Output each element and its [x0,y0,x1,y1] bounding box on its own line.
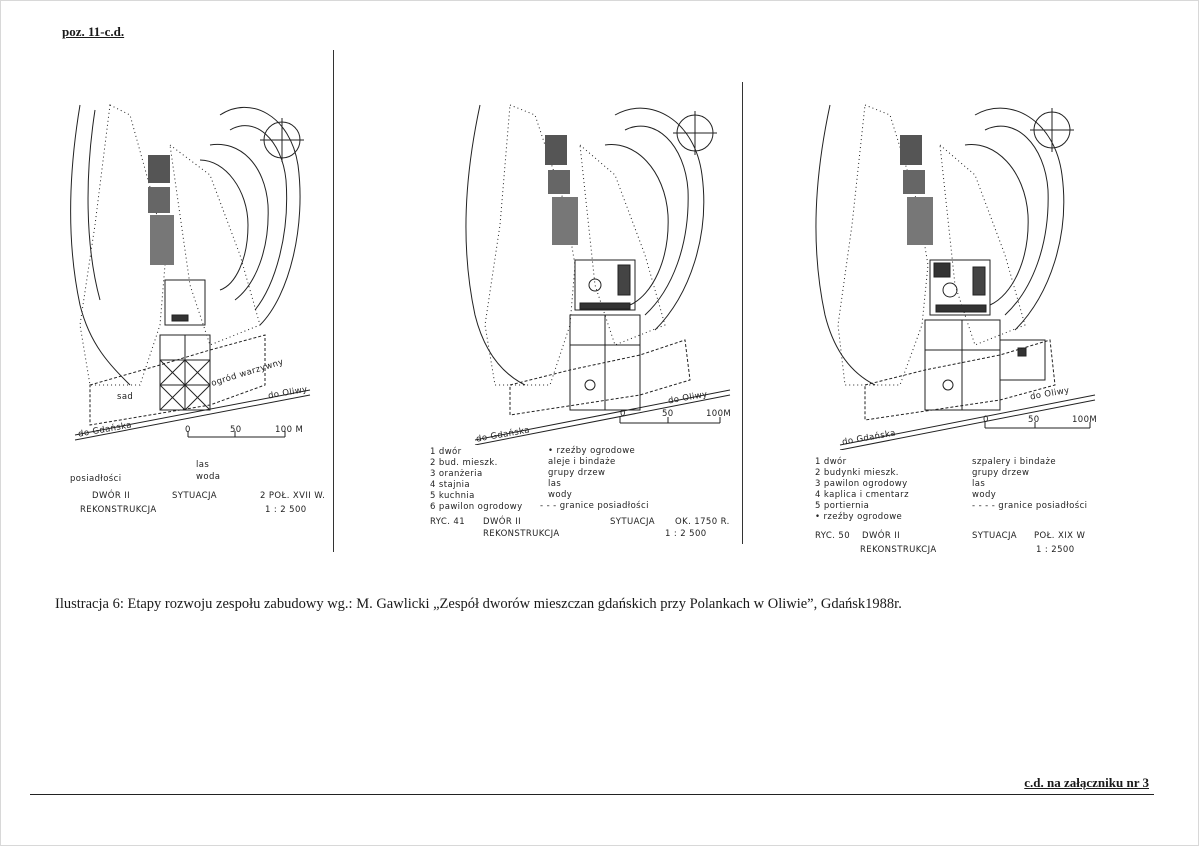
plate-2-legend-left-2: 3 oranżeria [430,469,483,479]
plate-1-title-right: 2 POŁ. XVII W. [260,491,326,501]
scale-tick-50: 50 [230,425,242,435]
plate-2-subtitle-right: 1 : 2 500 [665,529,707,539]
plate-1: sad ogród warzywny do Gdańska do Oliwy 0… [60,85,330,525]
scale-tick-0-2: 0 [620,409,626,419]
plate-3-legend-right-3: wody [972,490,997,500]
plate-3-legend-right-2: las [972,479,986,489]
plate-3-subtitle-right: 1 : 2500 [1036,545,1075,555]
scale-tick-100: 100 M [275,425,304,435]
plate-2-legend-left-1: 2 bud. mieszk. [430,458,498,468]
plate-2-legend-right-5: - - - granice posiadłości [540,501,649,511]
figure-caption: Ilustracja 6: Etapy rozwoju zespołu zabu… [55,596,902,612]
plate-2: do Gdańska do Oliwy 0 50 100M [440,85,740,445]
plate-2-legend-right-3: las [548,479,562,489]
plate-3-title-right: POŁ. XIX W [1034,531,1086,541]
plate-3-legend-right-4: - - - - granice posiadłości [972,501,1088,511]
plate-2-legend-right-4: wody [548,490,573,500]
plate-2-legend-left-0: 1 dwór [430,447,462,457]
plate-3-title-mid: SYTUACJA [972,531,1017,541]
plate-3-ryc: RYC. 50 [815,531,851,541]
plate-2-title-mid: SYTUACJA [610,517,655,527]
plate-2-title-left: DWÓR II [483,517,522,527]
scale-tick-50-2: 50 [662,409,674,419]
footer-rule [30,794,1154,795]
divider-2 [742,82,743,544]
plate-1-legend-right-0: las [196,460,210,470]
plate-3-subtitle-left: REKONSTRUKCJA [860,545,937,555]
site-plan-1 [70,104,311,441]
scale-tick-0: 0 [185,425,191,435]
page-reference: poz. 11-c.d. [62,24,125,39]
continuation-note: c.d. na załączniku nr 3 [1024,775,1149,790]
plate-1-title-left: DWÓR II [92,491,131,501]
plate-3: do Gdańska do Oliwy 0 50 100M [800,85,1100,450]
site-plan-3 [815,104,1096,450]
plate-2-legend-left-3: 4 stajnia [430,480,470,490]
plate-3-title-left: DWÓR II [862,531,901,541]
plate-1-title-mid: SYTUACJA [172,491,217,501]
plate-2-ryc: RYC. 41 [430,517,466,527]
plate-3-legend-left-1: 2 budynki mieszk. [815,468,899,478]
divider-1 [333,50,334,552]
plate-2-title-right: OK. 1750 R. [675,517,730,527]
plate-2-legend-right-2: grupy drzew [548,468,606,478]
plate-2-legend-right-0: • rzeźby ogrodowe [548,446,636,456]
plate-1-legend-left-0: posiadłości [70,474,122,484]
plate-3-legend-left-0: 1 dwór [815,457,847,467]
plate-3-legend-left-3: 4 kaplica i cmentarz [815,490,909,500]
plate-3-legend-left-2: 3 pawilon ogrodowy [815,479,908,489]
plate-2-legend-left-4: 5 kuchnia [430,491,475,501]
plate-1-legend-right-1: woda [196,472,221,482]
scale-tick-50-3: 50 [1028,415,1040,425]
map-label-sad: sad [117,392,134,402]
site-plan-2 [465,104,731,445]
plate-3-legend-left-5: • rzeźby ogrodowe [815,512,903,522]
scale-tick-100-2: 100M [706,409,732,419]
scale-tick-0-3: 0 [983,415,989,425]
plate-3-legend-right-1: grupy drzew [972,468,1030,478]
plate-3-legend-left-4: 5 portiernia [815,501,870,511]
plate-2-subtitle-left: REKONSTRUKCJA [483,529,560,539]
scale-tick-100-3: 100M [1072,415,1098,425]
plate-2-legend-left-5: 6 pawilon ogrodowy [430,502,523,512]
plate-3-legend-right-0: szpalery i bindaże [972,457,1057,467]
plate-1-subtitle-left: REKONSTRUKCJA [80,505,157,515]
plate-2-legend-right-1: aleje i bindaże [548,457,616,467]
plate-1-subtitle-right: 1 : 2 500 [265,505,307,515]
